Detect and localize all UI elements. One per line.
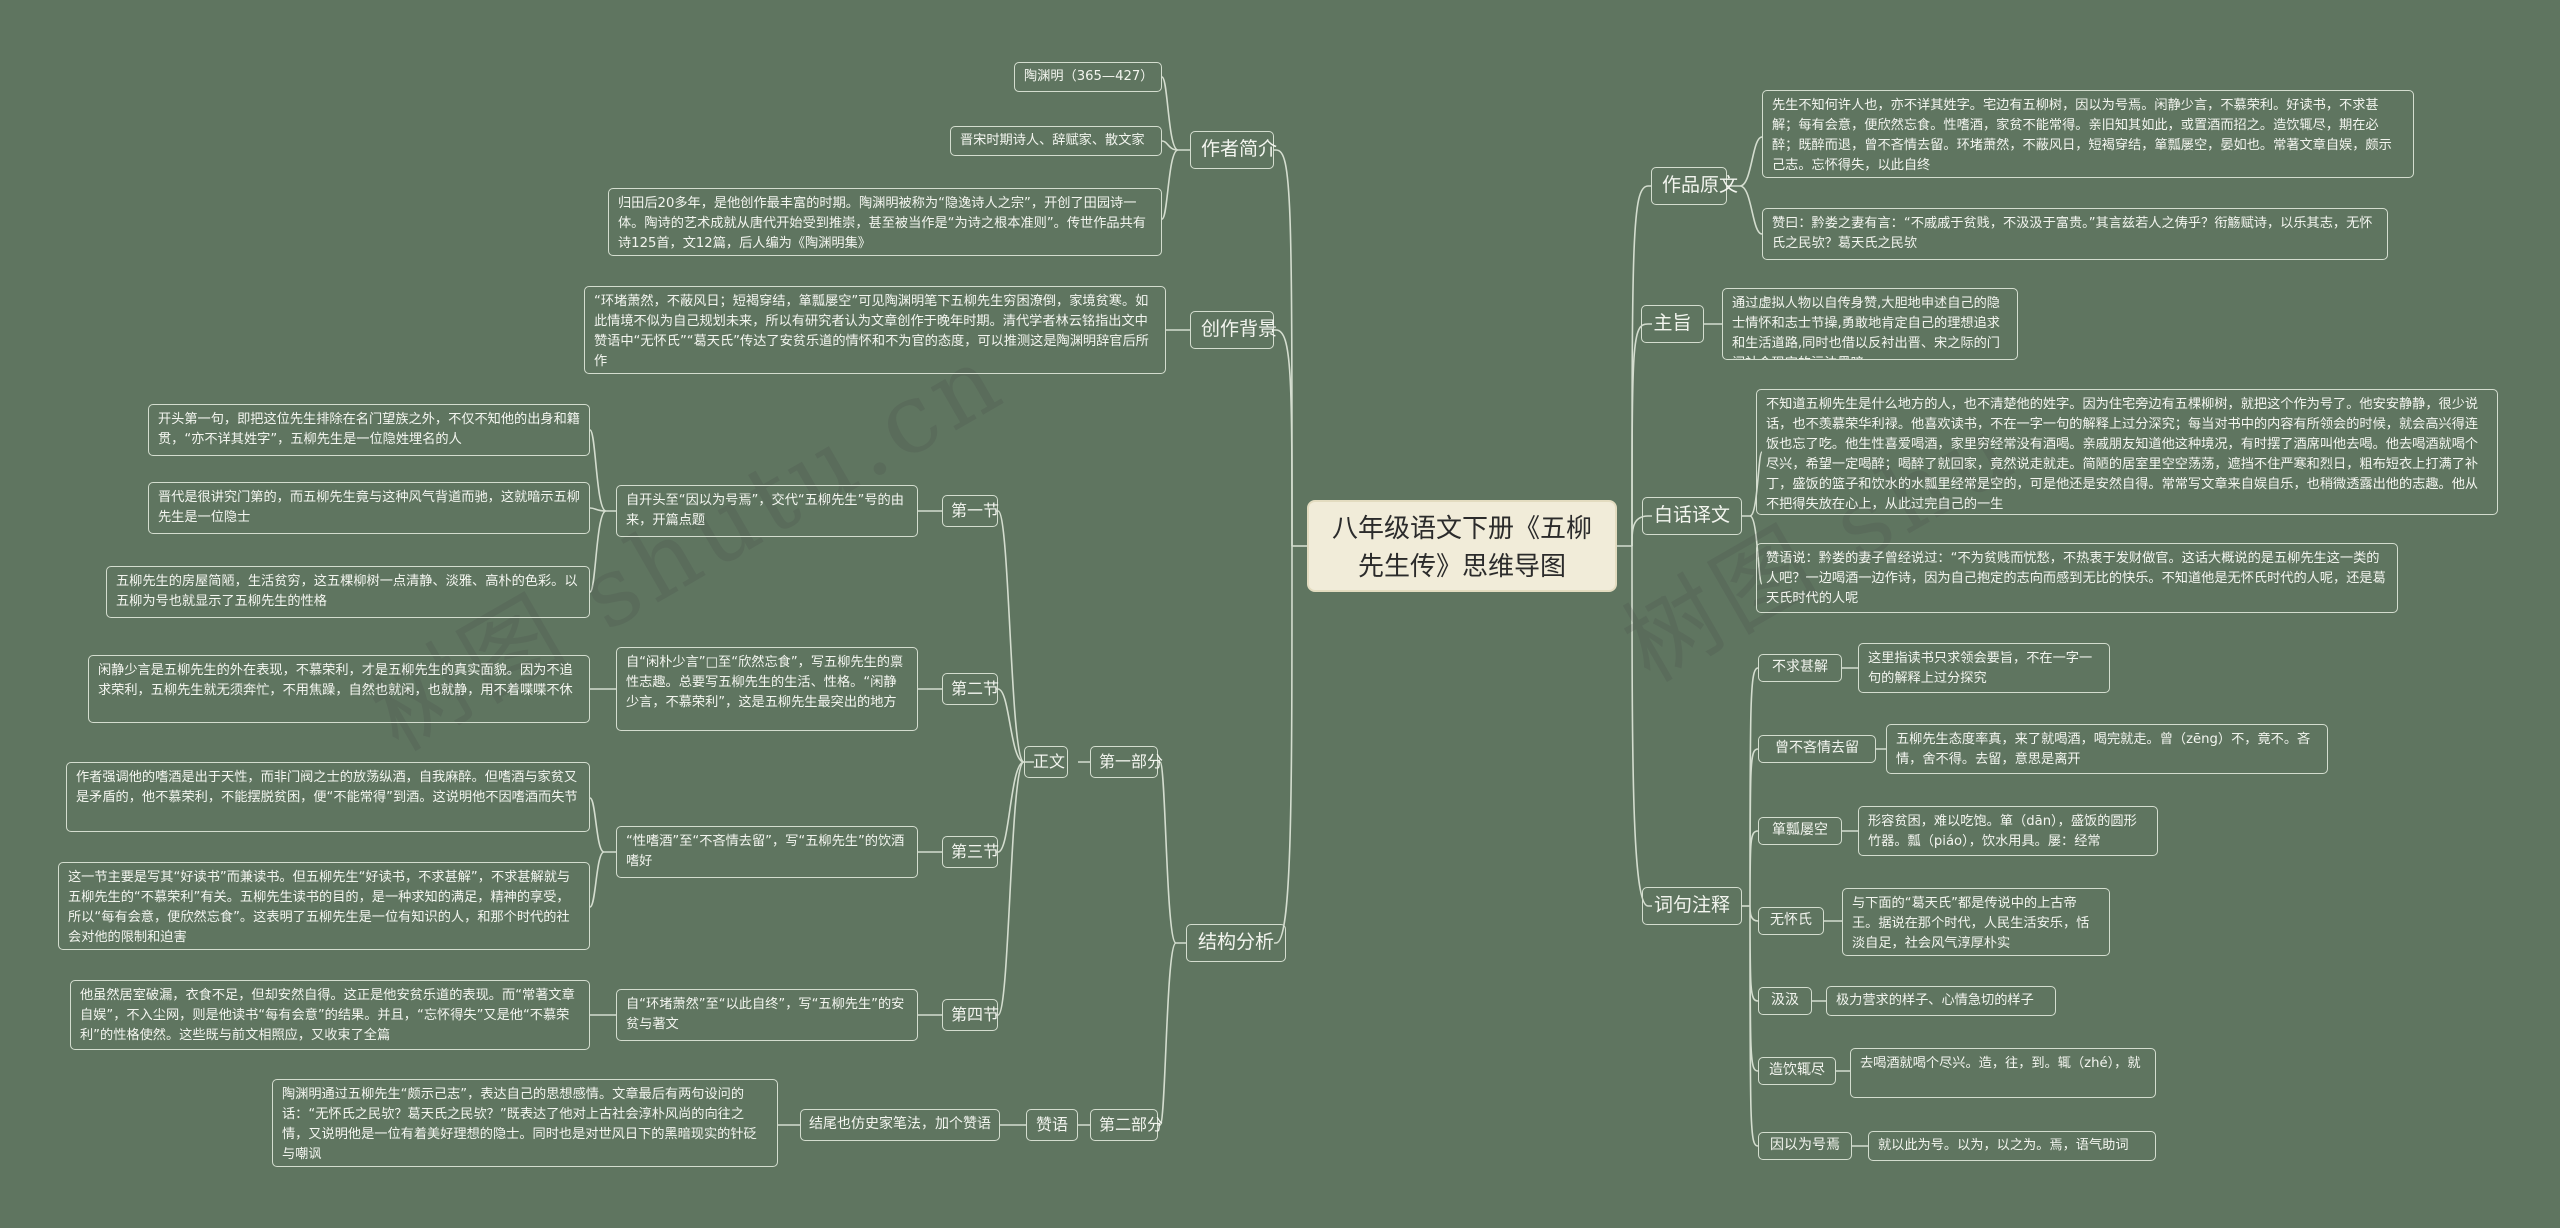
note-term[interactable]: 因以为号焉 bbox=[1758, 1132, 1852, 1160]
section-2[interactable]: 第二节 bbox=[942, 673, 999, 705]
part-one[interactable]: 第一部分 bbox=[1090, 746, 1163, 778]
works-text-1[interactable]: 先生不知何许人也，亦不详其姓字。宅边有五柳树，因以为号焉。闲静少言，不慕荣利。好… bbox=[1762, 90, 2414, 178]
works-text-2[interactable]: 赞曰：黔娄之妻有言：“不戚戚于贫贱，不汲汲于富贵。”其言兹若人之俦乎？衔觞赋诗，… bbox=[1762, 208, 2388, 260]
connector bbox=[1274, 329, 1293, 547]
note-term[interactable]: 曾不吝情去留 bbox=[1758, 735, 1876, 763]
section-4-summary[interactable]: 自“环堵萧然”至“以此自终”，写“五柳先生”的安贫与著文 bbox=[616, 989, 918, 1041]
author-identity[interactable]: 晋宋时期诗人、辞赋家、散文家 bbox=[950, 126, 1162, 156]
connector bbox=[1274, 149, 1293, 547]
connector bbox=[1158, 761, 1186, 1126]
note-def[interactable]: 去喝酒就喝个尽兴。造，往，到。辄（zhé），就 bbox=[1850, 1048, 2156, 1098]
connector bbox=[918, 510, 942, 1016]
connector bbox=[589, 797, 616, 908]
connector bbox=[1274, 545, 1293, 944]
section-1-summary[interactable]: 自开头至“因以为号焉”，交代“五柳先生”号的由来，开篇点题 bbox=[616, 485, 918, 537]
category-background[interactable]: 创作背景 bbox=[1190, 311, 1277, 349]
section-1[interactable]: 第一节 bbox=[942, 495, 999, 527]
note-def[interactable]: 就以此为号。以为，以之为。焉，语气助词 bbox=[1868, 1131, 2156, 1161]
connector bbox=[996, 510, 1025, 1016]
note-term[interactable]: 汲汲 bbox=[1758, 987, 1812, 1015]
note-def[interactable]: 五柳先生态度率真，来了就喝酒，喝完就走。曾（zēng）不，竟不。吝情，舍不得。去… bbox=[1886, 724, 2328, 774]
part-two-detail[interactable]: 陶渊明通过五柳先生“颇示己志”，表达自己的思想感情。文章最后有两句设问的话：“无… bbox=[272, 1079, 778, 1167]
author-detail[interactable]: 归田后20多年，是他创作最丰富的时期。陶渊明被称为“隐逸诗人之宗”，开创了田园诗… bbox=[608, 188, 1162, 256]
section-3[interactable]: 第三节 bbox=[942, 836, 999, 868]
section-1-detail[interactable]: 开头第一句，即把这位先生排除在名门望族之外，不仅不知他的出身和籍贯，“亦不详其姓… bbox=[148, 404, 590, 456]
theme-text[interactable]: 通过虚拟人物以自传身赞,大胆地申述自己的隐士情怀和志士节操,勇敢地肯定自己的理想… bbox=[1722, 288, 2018, 360]
background-text[interactable]: “环堵萧然，不蔽风日；短褐穿结，箪瓢屡空”可见陶渊明笔下五柳先生穷困潦倒，家境贫… bbox=[584, 286, 1166, 374]
translation-text-1[interactable]: 不知道五柳先生是什么地方的人，也不清楚他的姓字。因为住宅旁边有五棵柳树，就把这个… bbox=[1756, 389, 2498, 515]
category-theme[interactable]: 主旨 bbox=[1641, 305, 1704, 343]
section-4[interactable]: 第四节 bbox=[942, 999, 999, 1031]
connector bbox=[1617, 185, 1651, 547]
translation-text-2[interactable]: 赞语说：黔娄的妻子曾经说过：“不为贫贱而忧愁，不热衷于发财做官。这话大概说的是五… bbox=[1756, 543, 2398, 613]
note-term[interactable]: 不求甚解 bbox=[1758, 654, 1842, 682]
note-def[interactable]: 这里指读书只求领会要旨，不在一字一句的解释上过分探究 bbox=[1858, 643, 2110, 693]
section-1-detail[interactable]: 五柳先生的房屋简陋，生活贫穷，这五棵柳树一点清静、淡雅、高朴的色彩。以五柳为号也… bbox=[106, 566, 590, 618]
note-def[interactable]: 形容贫困，难以吃饱。箪（dān），盛饭的圆形竹器。瓢（piáo），饮水用具。屡：… bbox=[1858, 806, 2158, 856]
section-3-detail[interactable]: 这一节主要是写其“好读书”而兼读书。但五柳先生“好读书，不求甚解”，不求甚解就与… bbox=[58, 862, 590, 950]
part-two[interactable]: 第二部分 bbox=[1090, 1109, 1163, 1141]
section-4-detail[interactable]: 他虽然居室破漏，衣食不足，但却安然自得。这正是他安贫乐道的表现。而“常著文章自娱… bbox=[70, 980, 590, 1050]
category-structure[interactable]: 结构分析 bbox=[1186, 924, 1286, 962]
section-2-summary[interactable]: 自“闲朴少言”□至“欣然忘食”，写五柳先生的禀性志趣。总要写五柳先生的生活、性格… bbox=[616, 647, 918, 731]
connector bbox=[1161, 76, 1190, 220]
category-author[interactable]: 作者简介 bbox=[1190, 131, 1277, 169]
part-two-body[interactable]: 赞语 bbox=[1026, 1109, 1078, 1141]
section-3-summary[interactable]: “性嗜酒”至“不吝情去留”，写“五柳先生”的饮酒嗜好 bbox=[616, 826, 918, 878]
section-1-detail[interactable]: 晋代是很讲究门第的，而五柳先生竟与这种风气背道而驰，这就暗示五柳先生是一位隐士 bbox=[148, 482, 590, 534]
note-term[interactable]: 造饮辄尽 bbox=[1758, 1057, 1836, 1085]
category-translation[interactable]: 白话译文 bbox=[1642, 497, 1742, 535]
author-dates[interactable]: 陶渊明（365—427） bbox=[1014, 62, 1162, 92]
section-3-detail[interactable]: 作者强调他的嗜酒是出于天性，而非门阀之士的放荡纵酒，自我麻醉。但嗜酒与家贫又是矛… bbox=[66, 762, 590, 832]
part-one-body[interactable]: 正文 bbox=[1024, 746, 1068, 778]
category-notes[interactable]: 词句注释 bbox=[1642, 887, 1742, 925]
category-works[interactable]: 作品原文 bbox=[1651, 167, 1738, 205]
connector bbox=[1749, 667, 1759, 1147]
part-two-summary[interactable]: 结尾也仿史家笔法，加个赞语 bbox=[800, 1109, 1000, 1141]
note-term[interactable]: 无怀氏 bbox=[1758, 907, 1824, 935]
note-def[interactable]: 与下面的“葛天氏”都是传说中的上古帝王。据说在那个时代，人民生活安乐，恬淡自足，… bbox=[1842, 888, 2110, 956]
note-def[interactable]: 极力营求的样子、心情急切的样子 bbox=[1826, 986, 2056, 1016]
note-term[interactable]: 箪瓢屡空 bbox=[1758, 817, 1842, 845]
section-2-detail[interactable]: 闲静少言是五柳先生的外在表现，不慕荣利，才是五柳先生的真实面貌。因为不追求荣利，… bbox=[88, 655, 590, 723]
central-topic[interactable]: 八年级语文下册《五柳先生传》思维导图 bbox=[1307, 500, 1617, 592]
